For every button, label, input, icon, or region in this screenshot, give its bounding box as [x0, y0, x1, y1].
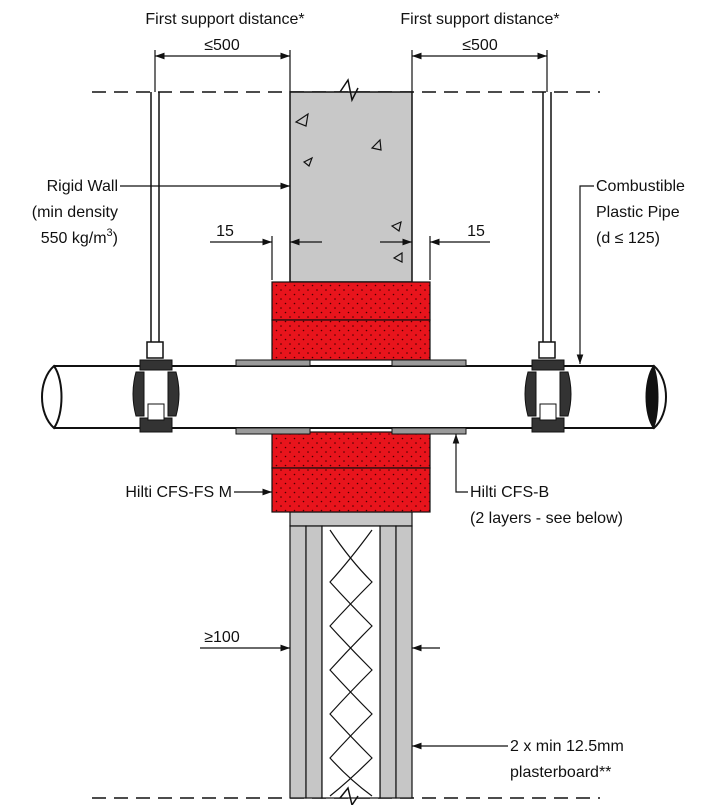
gap-left-label: 15: [216, 223, 234, 240]
rigid-wall-label: Rigid Wall: [47, 178, 118, 195]
dimension-lines: [154, 50, 548, 652]
leader-lines: [120, 182, 594, 750]
pipe-supports: [132, 92, 572, 433]
support-right: [524, 92, 572, 433]
cfs-b-wrap: [235, 359, 467, 435]
pipe-diameter-label: (d ≤ 125): [596, 230, 660, 247]
insulation-pattern: [329, 529, 373, 797]
dist-left-label: ≤500: [204, 37, 240, 54]
rigid-wall-density-value: 550 kg/m3): [41, 227, 118, 247]
gap-right-label: 15: [467, 223, 485, 240]
dist-right-label: ≤500: [462, 37, 498, 54]
rigid-wall: [289, 78, 413, 283]
first-support-right-label: First support distance*: [400, 11, 559, 28]
pipe-type-label: Plastic Pipe: [596, 204, 680, 221]
plasterboard-wall: [289, 511, 413, 805]
wall-thickness-label: ≥100: [204, 629, 240, 646]
support-left: [132, 92, 180, 433]
rigid-wall-density-label: (min density: [32, 204, 118, 221]
annotations: First support distance* First support di…: [32, 11, 685, 781]
plasterboard-label: 2 x min 12.5mm: [510, 738, 624, 755]
aggregate-marks: [294, 112, 403, 263]
fire-block: [271, 281, 431, 513]
cfs-b-label: Hilti CFS-B: [470, 484, 549, 501]
cfs-b-layers-label: (2 layers - see below): [470, 510, 623, 527]
pipe-label: Combustible: [596, 178, 685, 195]
cfs-fs-m-label: Hilti CFS-FS M: [125, 484, 232, 501]
first-support-left-label: First support distance*: [145, 11, 304, 28]
plasterboard-sub-label: plasterboard**: [510, 764, 611, 781]
